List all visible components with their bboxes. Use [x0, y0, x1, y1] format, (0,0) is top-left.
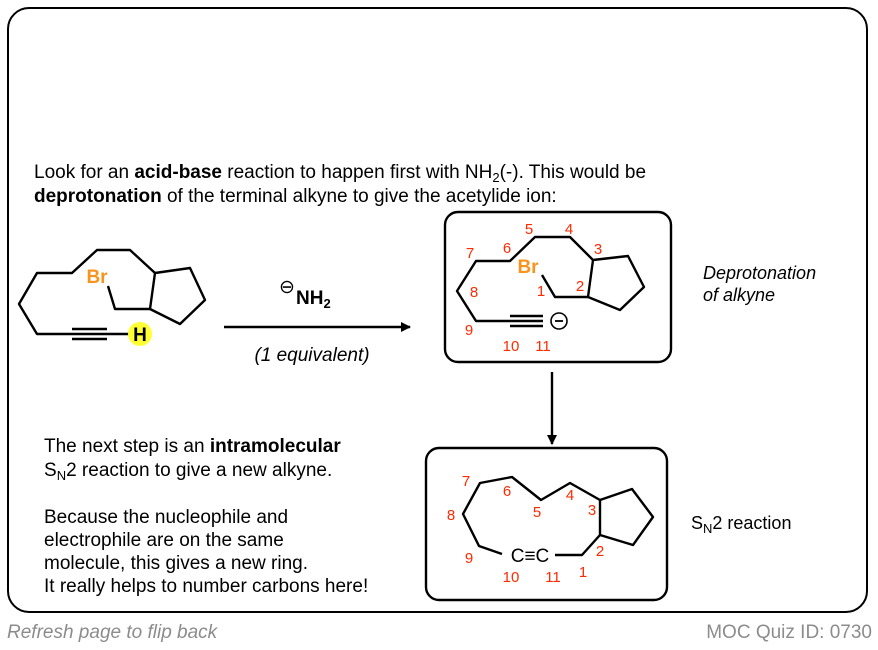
carbon-number: 11	[545, 569, 561, 586]
carbon-number: 9	[465, 322, 473, 339]
ch2br-bond	[540, 274, 588, 299]
carbon-number: 5	[533, 504, 541, 521]
alkyne-label: C≡C	[511, 546, 550, 567]
carbon-chain	[455, 235, 594, 323]
intramolecular-emphasis: intramolecular	[209, 436, 341, 457]
carbon-number: 11	[535, 338, 551, 355]
product-box	[424, 446, 669, 602]
acid-base-emphasis: acid-base	[134, 162, 222, 183]
cyclopentane-ring	[148, 266, 207, 326]
explanation-line: It really helps to number carbons here!	[44, 576, 369, 597]
reagent-condition: (1 equivalent)	[254, 345, 369, 366]
bromine-label: Br	[86, 267, 108, 288]
deprotonation-label-line-1: Deprotonation	[703, 263, 817, 283]
intro-line-1: Look for an acid-base reaction to happen…	[34, 161, 646, 184]
carbon-number: 1	[537, 283, 545, 300]
ch2br-bond	[106, 285, 150, 311]
macrocycle-chain	[555, 534, 601, 557]
carbon-number: 5	[525, 221, 533, 238]
explanation-text: S	[44, 460, 57, 481]
carbon-number: 6	[503, 240, 511, 257]
hydrogen-label: H	[133, 325, 147, 346]
cyclopentane-ring	[586, 254, 646, 312]
carbon-number: 4	[565, 221, 573, 238]
explanation-line-2: SN2 reaction to give a new alkyne.	[44, 459, 332, 482]
deprotonation-label-line-2: of alkyne	[703, 285, 776, 305]
carbon-number: 9	[465, 550, 473, 567]
carbon-number: 1	[579, 564, 587, 581]
carbon-number: 7	[462, 473, 470, 490]
reagent-formula: NH2	[296, 288, 331, 311]
deprotonation-label: Deprotonation of alkyne	[703, 262, 816, 306]
carbon-number: 10	[503, 338, 520, 355]
explanation-line: molecule, this gives a new ring.	[44, 553, 309, 574]
carbon-number: 2	[596, 543, 604, 560]
starting-material	[17, 248, 207, 341]
explanation-text: 2 reaction to give a new alkyne.	[66, 460, 333, 481]
explanation-text: The next step is an	[44, 436, 210, 457]
subscript: N	[56, 468, 67, 483]
explanation-line-1: The next step is an intramolecular	[44, 435, 341, 458]
carbon-number: 3	[594, 241, 602, 258]
sn2-subscript: N	[703, 521, 713, 536]
carbon-chain	[17, 248, 156, 336]
intro-text: of the terminal alkyne to give the acety…	[161, 186, 557, 207]
negative-charge-icon: ⊖	[279, 277, 295, 298]
deprotonation-emphasis: deprotonation	[34, 186, 162, 207]
macrocycle-chain	[461, 475, 601, 556]
carbon-number: 8	[447, 507, 455, 524]
carbon-number: 3	[588, 502, 596, 519]
carbon-number: 6	[503, 483, 511, 500]
cyclopentane-ring	[598, 487, 655, 547]
intro-text: Look for an	[34, 162, 135, 183]
explanation-line: electrophile are on the same	[44, 530, 284, 551]
carbon-number: 8	[470, 284, 478, 301]
product-carbon-numbers: 1 2 3 4 5 6 7 8 9 10 11	[447, 473, 604, 586]
carbon-number: 7	[466, 245, 474, 262]
explanation-line: Because the nucleophile and	[44, 507, 289, 528]
acetylide-box	[443, 210, 673, 364]
subscript: 2	[492, 170, 500, 185]
reagent-nh: NH	[296, 288, 323, 309]
sn2-s: S	[691, 513, 704, 533]
product-structure	[461, 475, 655, 557]
carbon-number: 2	[576, 278, 584, 295]
acetylide-carbon-numbers: 1 2 3 4 5 6 7 8 9 10 11	[465, 221, 602, 355]
explanation-paragraph-2: Because the nucleophile and electrophile…	[44, 506, 368, 598]
intro-text: (-). This would be	[499, 162, 647, 183]
sn2-label: SN2 reaction	[691, 512, 791, 535]
bromine-label: Br	[517, 257, 539, 278]
hydrogen-highlight	[128, 322, 152, 346]
quiz-id: MOC Quiz ID: 0730	[706, 622, 872, 643]
reagent-subscript: 2	[323, 296, 330, 311]
carbon-number: 10	[503, 569, 520, 586]
refresh-hint: Refresh page to flip back	[7, 622, 218, 643]
intro-text: reaction to happen first with NH	[222, 162, 493, 183]
acetylide-structure	[455, 235, 646, 328]
carbon-number: 4	[566, 487, 574, 504]
quiz-card[interactable]	[7, 7, 868, 613]
sn2-text: 2 reaction	[712, 513, 792, 533]
negative-charge-icon	[550, 312, 568, 330]
intro-line-2: deprotonation of the terminal alkyne to …	[34, 185, 557, 208]
